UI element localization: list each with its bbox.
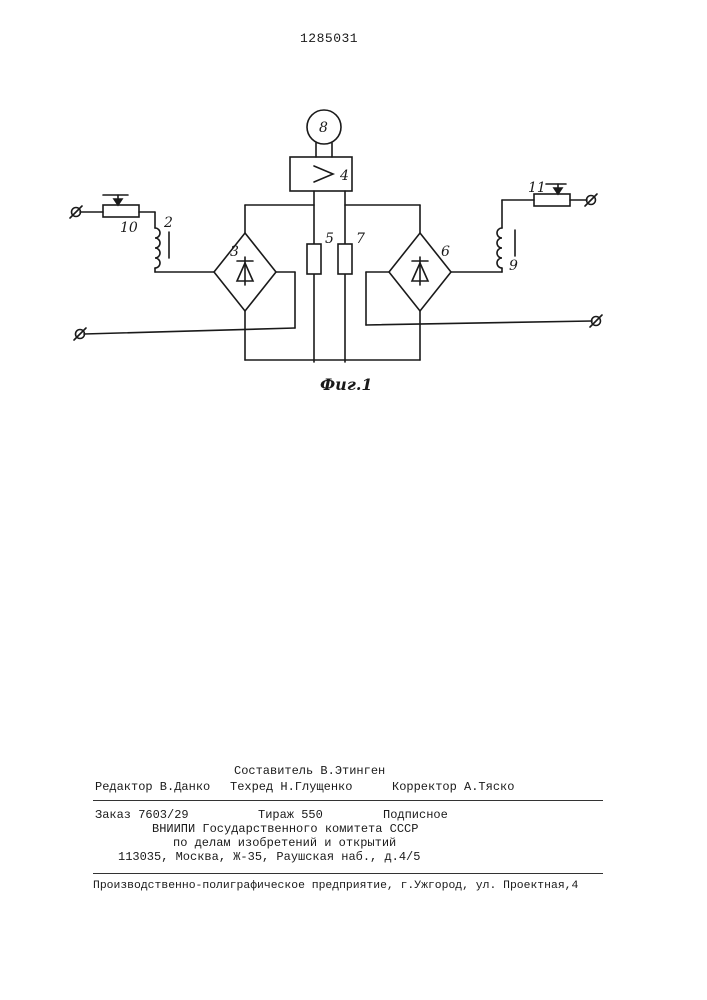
techred-line: Техред Н.Глущенко (230, 780, 352, 794)
compiler-line: Составитель В.Этинген (234, 764, 385, 778)
corrector-line: Корректор А.Тяско (392, 780, 514, 794)
circulation-line: Тираж 550 (258, 808, 323, 822)
rule-bottom (93, 873, 603, 874)
rule-top (93, 800, 603, 801)
address-line: 113035, Москва, Ж-35, Раушская наб., д.4… (118, 850, 420, 864)
subscription-line: Подписное (383, 808, 448, 822)
printer-line: Производственно-полиграфическое предприя… (93, 879, 578, 893)
org-line-2: по делам изобретений и открытий (173, 836, 396, 850)
editor-line: Редактор В.Данко (95, 780, 210, 794)
order-line: Заказ 7603/29 (95, 808, 189, 822)
org-line-1: ВНИИПИ Государственного комитета СССР (152, 822, 418, 836)
